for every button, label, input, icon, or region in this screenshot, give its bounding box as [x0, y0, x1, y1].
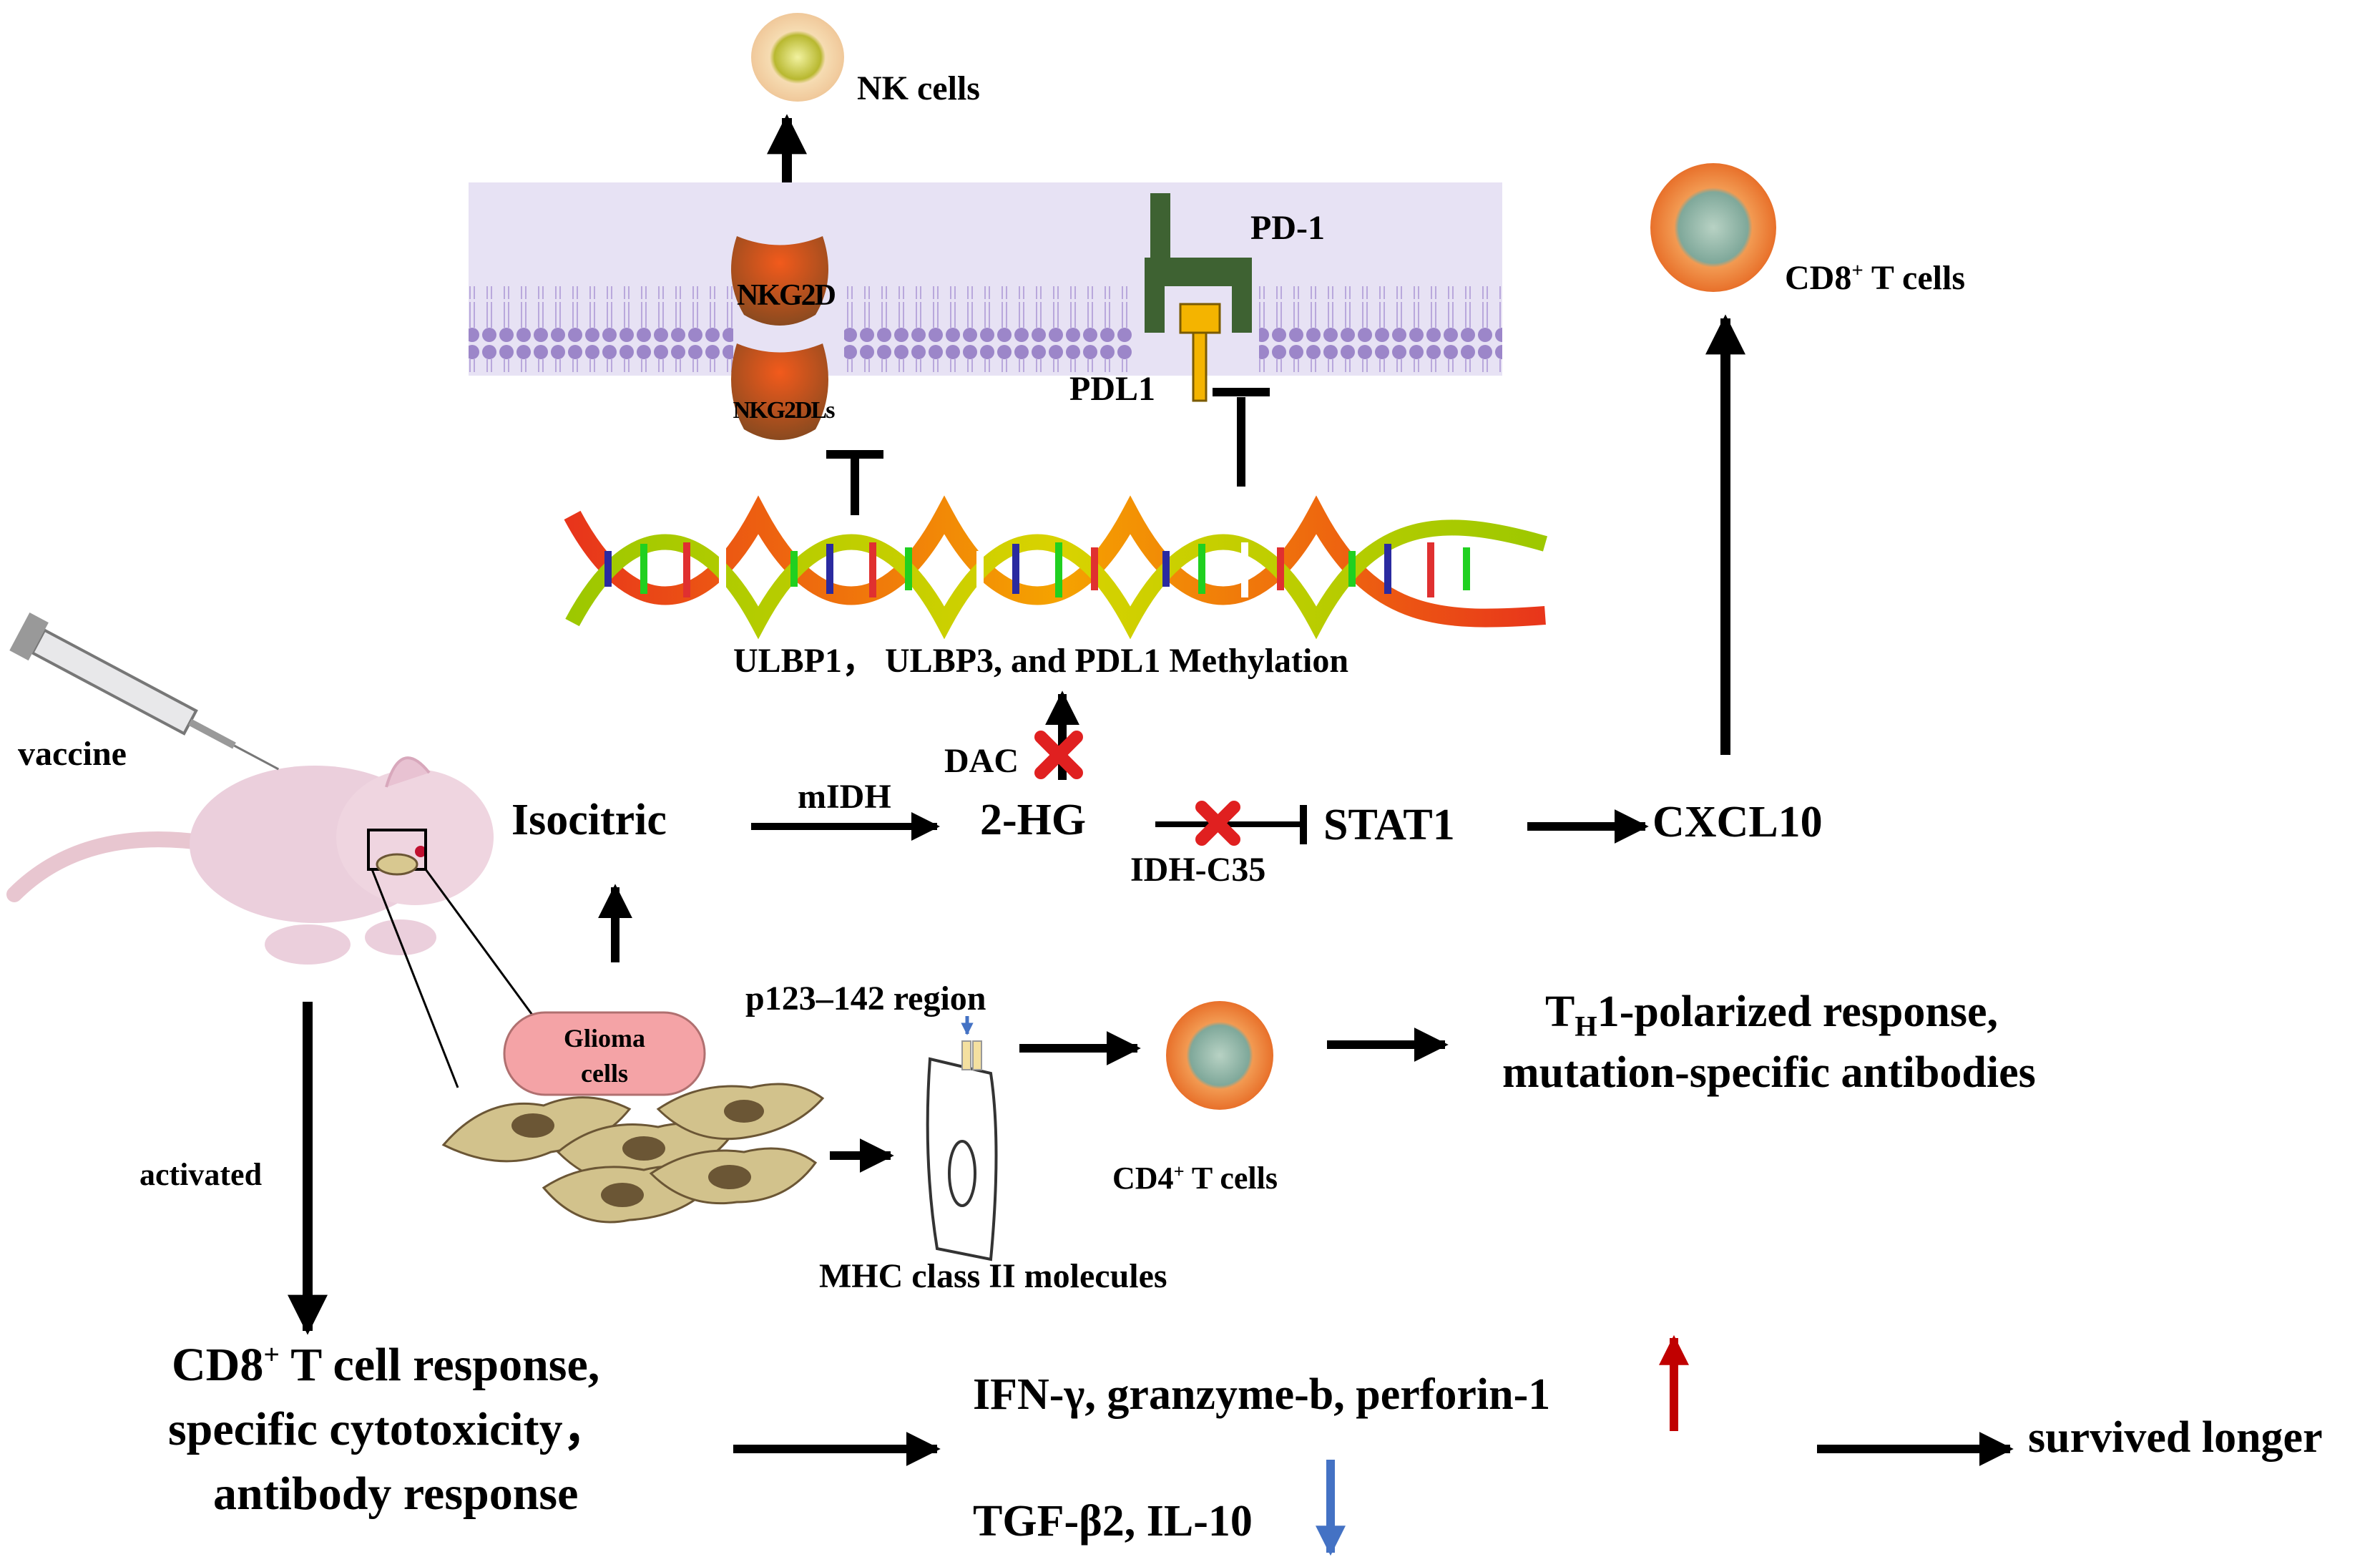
- cd4-cells-label: CD4+ T cells: [1112, 1160, 1278, 1196]
- cd8-sup: +: [1851, 259, 1864, 282]
- nkg2dls-label: NKG2DLs: [733, 397, 836, 424]
- cd8-pre: CD8: [1785, 259, 1852, 297]
- survived-label: survived longer: [2028, 1413, 2323, 1462]
- ifn-label: IFN-γ, granzyme-b, perforin-1: [973, 1370, 1551, 1419]
- mhc-label: MHC class II molecules: [819, 1257, 1167, 1295]
- idh-c35-label: IDH-C35: [1130, 851, 1266, 889]
- vaccine-label: vaccine: [18, 735, 127, 773]
- cxcl10-label: CXCL10: [1652, 798, 1823, 846]
- cd8-cells-top-label: CD8+ T cells: [1785, 259, 1965, 297]
- cd4-pre: CD4: [1112, 1161, 1174, 1196]
- pdl1-label: PDL1: [1069, 370, 1155, 408]
- stat1-label: STAT1: [1323, 801, 1455, 849]
- glioma-label-line2: cells: [581, 1059, 628, 1088]
- glioma-cell-icon: [441, 1011, 825, 1224]
- block-icon: [1034, 731, 1240, 846]
- cd8r-sup: +: [263, 1339, 280, 1370]
- th1-post: 1-polarized response,: [1597, 987, 1998, 1036]
- methylation-label: ULBP1， ULBP3, and PDL1 Methylation: [733, 642, 1349, 680]
- isocitric-label: Isocitric: [511, 796, 667, 844]
- inhibition-marks: [826, 388, 1270, 515]
- dna-helix-icon: [564, 495, 1548, 640]
- cd8-response-label: CD8+ T cell response,: [172, 1339, 600, 1391]
- activated-label: activated: [139, 1157, 263, 1192]
- t-cell-icon: [1166, 1001, 1273, 1110]
- receptor-icon: [731, 236, 828, 440]
- apc-cell-icon: [926, 1016, 998, 1261]
- receptor-icon: [1145, 193, 1252, 402]
- cd4-sup: +: [1173, 1160, 1185, 1182]
- p123-label: p123–142 region: [745, 980, 986, 1017]
- th1-pre: T: [1545, 987, 1575, 1036]
- cd4-post: T cells: [1184, 1161, 1278, 1196]
- pd1-label: PD-1: [1250, 209, 1325, 247]
- th1-sub: H: [1575, 1010, 1597, 1043]
- nk-cell-icon: [751, 13, 844, 102]
- membrane-icon: [469, 182, 1502, 376]
- glioma-label-line1: Glioma: [564, 1024, 645, 1053]
- cd8r-post: T cell response,: [279, 1339, 600, 1391]
- two-hg-label: 2-HG: [980, 796, 1087, 844]
- t-cell-icon: [1650, 163, 1776, 292]
- cd8r-pre: CD8: [172, 1339, 264, 1391]
- cd8-post: T cells: [1863, 259, 1965, 297]
- specific-cytotoxicity-label: specific cytotoxicity，: [168, 1403, 610, 1455]
- tgf-label: TGF-β2, IL-10: [973, 1497, 1253, 1546]
- flow-arrows: [288, 690, 2014, 1466]
- syringe-icon: [9, 612, 280, 771]
- dac-label: DAC: [944, 742, 1019, 780]
- th1-label: TH1-polarized response,: [1545, 987, 1998, 1040]
- midh-label: mIDH: [798, 778, 891, 816]
- mouse-icon: [6, 756, 545, 1088]
- antibody-response-label: antibody response: [213, 1468, 579, 1520]
- nk-cells-label: NK cells: [857, 69, 980, 107]
- nkg2d-label: NKG2D: [737, 279, 836, 312]
- antibodies-label: mutation-specific antibodies: [1502, 1048, 2036, 1097]
